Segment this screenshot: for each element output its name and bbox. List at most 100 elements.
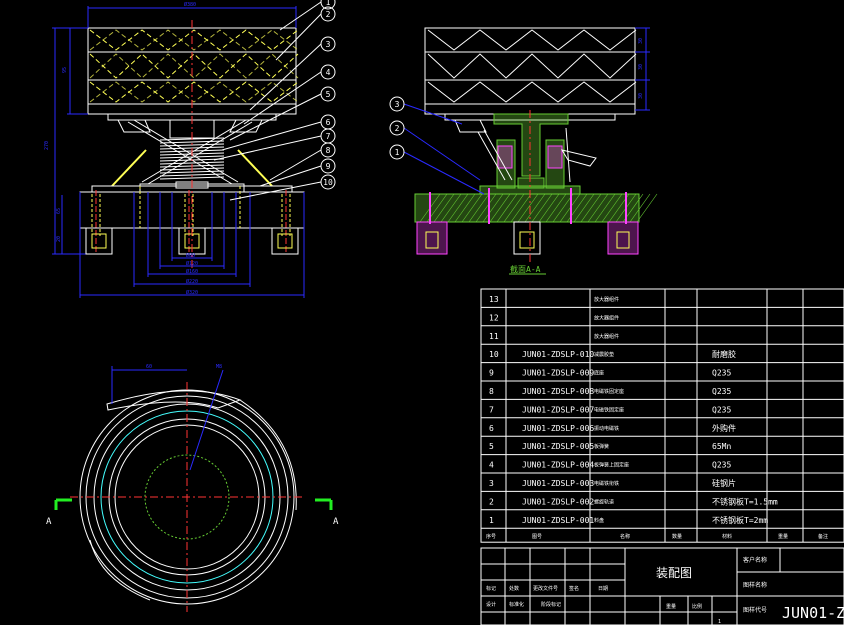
bom-item-material: 硅钢片: [712, 478, 736, 488]
balloon-label: 9: [326, 162, 331, 171]
tb-row2-design: 设计: [486, 601, 496, 608]
section-dim-2: 30: [638, 64, 644, 70]
title-block: 装配图 客户名称 图样名称 图样代号 JUN01-Z 标记 处数 更改文件号 签…: [480, 547, 844, 625]
bom-item-name: 电磁铁固定座: [594, 406, 624, 413]
bom-item-name: 振动电磁铁: [594, 425, 619, 432]
balloon-label: 1: [326, 0, 331, 7]
bom-item-code: JUN01-ZDSLP-002: [522, 497, 594, 506]
bottom-dimension-text: Ø220: [186, 278, 198, 285]
bom-item-name: 放大器组件: [594, 314, 619, 321]
bom-item-material: Q235: [712, 387, 731, 396]
section-dim-3: 30: [638, 93, 644, 99]
balloon-label: 8: [326, 146, 331, 155]
bom-item-name: 电磁铁固定座: [594, 388, 624, 395]
base-dim-upper: 65: [56, 208, 62, 214]
bom-item-number: 2: [489, 497, 494, 506]
section-hopper-outline: [424, 27, 636, 115]
bom-item-number: 5: [489, 442, 494, 451]
bom-item-material: 65Mn: [712, 442, 731, 451]
balloon-label: 6: [326, 118, 331, 127]
drawing-number: JUN01-Z: [782, 604, 844, 622]
plan-top-dimension: 60: [146, 364, 152, 370]
section-dim-1: 30: [638, 38, 644, 44]
bom-item-name: 底座: [594, 370, 604, 377]
section-balloon-label: 2: [395, 124, 400, 133]
bom-item-number: 10: [489, 350, 499, 359]
balloon-label: 3: [326, 40, 331, 49]
bom-item-name: 放大器组件: [594, 296, 619, 303]
left-outer-dimension: 270: [44, 141, 50, 150]
tb-row1-sign: 签名: [569, 585, 579, 592]
bom-item-material: 外购件: [712, 423, 736, 433]
bom-item-code: JUN01-ZDSLP-003: [522, 479, 594, 488]
tb-sheet: 1: [718, 619, 721, 625]
bom-item-name: 减震胶垫: [594, 351, 614, 358]
bom-item-code: JUN01-ZDSLP-006: [522, 424, 594, 433]
bom-item-name: 电磁铁衔铁: [594, 480, 619, 487]
left-inner-dimension: 95: [62, 67, 68, 73]
bom-item-material: Q235: [712, 461, 731, 470]
front-view: Ø380 270 95 65 20: [44, 0, 336, 298]
base-bolts: [91, 186, 291, 252]
bottom-dimension-text: Ø160: [186, 268, 198, 275]
bom-item-material: Q235: [712, 369, 731, 378]
tb-row1-date: 日期: [598, 586, 608, 592]
bom-item-number: 4: [489, 461, 494, 470]
bottom-dimension-text: Ø120: [186, 260, 198, 267]
bom-header-name: 名称: [620, 533, 630, 540]
tb-scale: 比例: [692, 603, 702, 610]
section-base-plate: [414, 193, 640, 223]
bom-item-code: JUN01-ZDSLP-004: [522, 461, 594, 470]
bom-item-code: JUN01-ZDSLP-001: [522, 516, 594, 525]
bom-item-number: 13: [489, 295, 499, 304]
bom-item-number: 3: [489, 479, 494, 488]
feed-track-exit: [106, 390, 242, 411]
bom-item-name: 板弹簧上固定座: [594, 462, 629, 469]
bom-item-number: 7: [489, 405, 494, 414]
bom-header-weight: 重量: [778, 533, 788, 540]
part-name-label: 图样名称: [743, 581, 767, 589]
bottom-dimension-text: Ø80: [186, 252, 195, 259]
tb-row2-standard: 标准化: [509, 601, 524, 608]
bom-item-number: 6: [489, 424, 494, 433]
bom-item-name: 板弹簧: [594, 443, 609, 450]
bom-header-material: 材料: [722, 533, 732, 540]
plan-m-label: M8: [216, 364, 222, 370]
plan-view: 60 M8 A A: [46, 364, 339, 612]
tb-row1-change: 更改文件号: [533, 585, 558, 592]
bom-header-remark: 备注: [818, 533, 828, 540]
bom-item-code: JUN01-ZDSLP-005: [522, 442, 594, 451]
bom-item-number: 8: [489, 387, 494, 396]
section-balloon-label: 3: [395, 100, 400, 109]
bom-item-code: JUN01-ZDSLP-010: [522, 350, 594, 359]
bom-item-name: 料盘: [594, 517, 604, 524]
bom-header-code: 图号: [532, 534, 542, 540]
bom-header-qty: 数量: [672, 533, 682, 540]
balloon-label: 10: [323, 178, 333, 187]
base-dim-lower: 20: [56, 236, 62, 242]
spiral-track-lines: [89, 29, 299, 103]
balloon-label: 7: [326, 132, 331, 141]
section-view-a-a: 30 30 30 321 截: [389, 27, 658, 275]
bom-item-name: 螺旋轨道: [594, 498, 614, 505]
section-mark-left: A: [46, 517, 52, 527]
part-code-label: 图样代号: [743, 606, 767, 614]
bom-item-material: 不锈钢板T=2mm: [712, 515, 768, 525]
section-caption: 截面A-A: [510, 264, 541, 274]
bom-item-number: 1: [489, 516, 494, 525]
customer-label: 客户名称: [743, 556, 767, 564]
section-balloon-label: 1: [395, 148, 400, 157]
bom-item-code: JUN01-ZDSLP-009: [522, 369, 594, 378]
bom-item-name: 放大器组件: [594, 333, 619, 340]
section-mark-right: A: [333, 517, 339, 527]
tb-row2-stage: 阶段标记: [541, 601, 561, 608]
bom-item-code: JUN01-ZDSLP-008: [522, 387, 594, 396]
tb-weight: 重量: [666, 603, 676, 610]
bom-item-material: Q235: [712, 405, 731, 414]
balloon-label: 2: [326, 10, 331, 19]
tb-row1-mark: 标记: [486, 585, 496, 592]
drawing-title: 装配图: [656, 566, 692, 580]
